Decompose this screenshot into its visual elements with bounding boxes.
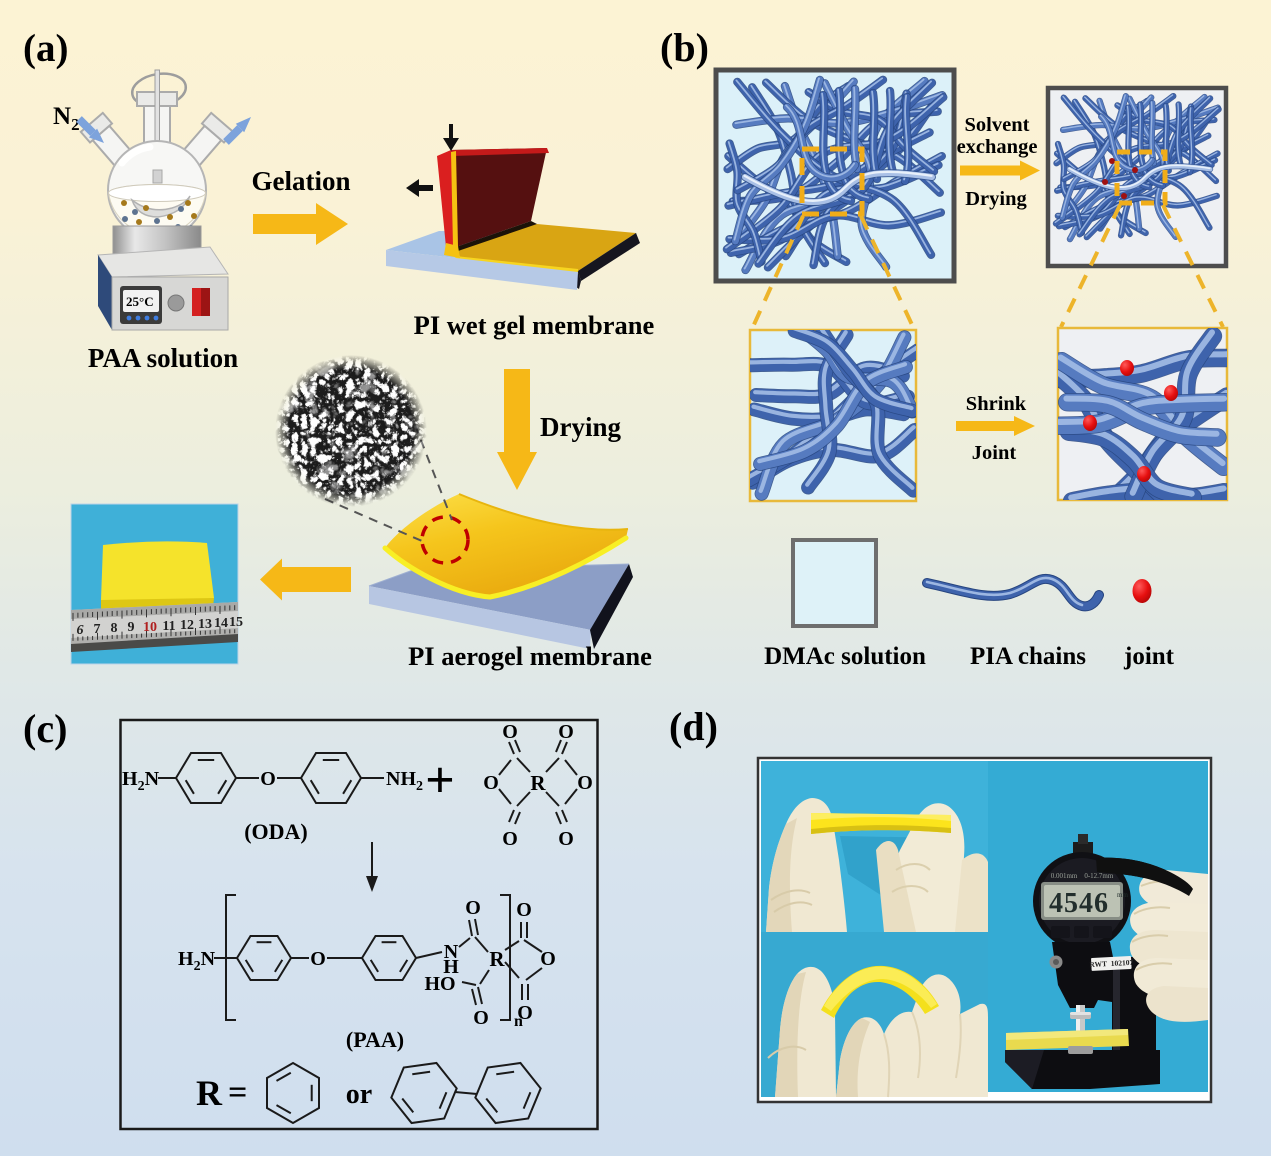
svg-text:11: 11 [162,619,175,634]
svg-text:RWT 102107: RWT 102107 [1089,958,1134,969]
svg-text:O: O [502,721,518,743]
svg-text:(b): (b) [660,25,709,70]
svg-text:O: O [517,1002,533,1024]
svg-text:Joint: Joint [972,442,1017,464]
svg-text:4546: 4546 [1049,888,1109,919]
svg-text:O: O [558,828,574,850]
svg-text:(PAA): (PAA) [346,1027,404,1052]
svg-text:(c): (c) [23,706,67,751]
svg-text:O: O [473,1007,489,1029]
svg-text:O: O [310,948,326,970]
svg-text:exchange: exchange [957,136,1038,158]
svg-text:O: O [540,948,556,970]
svg-text:Solvent: Solvent [965,114,1030,136]
svg-text:H2N: H2N [122,768,160,794]
svg-text:=: = [228,1074,247,1111]
svg-text:Drying: Drying [540,412,622,442]
svg-text:25°C: 25°C [126,294,154,309]
svg-text:O: O [558,721,574,743]
svg-text:9: 9 [128,620,135,635]
svg-text:0.001mm 0-12.7mm: 0.001mm 0-12.7mm [1051,872,1114,880]
svg-text:O: O [483,772,499,794]
svg-text:(a): (a) [23,27,68,70]
svg-text:O: O [502,828,518,850]
svg-text:(ODA): (ODA) [244,819,308,844]
svg-text:12: 12 [180,618,194,633]
svg-text:+: + [425,752,455,809]
svg-text:N: N [444,941,459,963]
svg-text:8: 8 [111,621,118,636]
svg-text:14: 14 [214,616,228,631]
svg-text:O: O [577,772,593,794]
svg-text:H: H [443,956,459,978]
svg-text:or: or [346,1079,372,1110]
svg-text:PAA solution: PAA solution [88,343,238,373]
svg-text:Drying: Drying [965,188,1027,210]
svg-text:R: R [489,947,505,971]
svg-text:DMAc solution: DMAc solution [764,643,926,670]
svg-text:joint: joint [1123,643,1175,670]
svg-text:Gelation: Gelation [252,166,351,196]
svg-text:Shrink: Shrink [966,393,1027,415]
svg-text:O: O [465,897,481,919]
svg-text:10: 10 [143,620,157,635]
svg-text:mm: mm [1117,891,1128,899]
svg-text:PI wet gel membrane: PI wet gel membrane [414,310,655,340]
svg-text:n: n [514,1013,523,1030]
svg-text:O: O [260,768,276,790]
svg-text:R: R [196,1073,223,1113]
svg-text:PI aerogel membrane: PI aerogel membrane [408,641,652,671]
svg-text:R: R [530,771,546,795]
svg-text:13: 13 [198,617,212,632]
svg-text:HO: HO [424,973,455,995]
svg-text:(d): (d) [669,704,718,749]
svg-text:6: 6 [77,623,84,638]
svg-text:7: 7 [94,622,101,637]
svg-text:PIA chains: PIA chains [970,643,1086,670]
svg-text:O: O [516,899,532,921]
svg-text:15: 15 [229,615,243,630]
svg-text:NH2: NH2 [386,768,423,794]
